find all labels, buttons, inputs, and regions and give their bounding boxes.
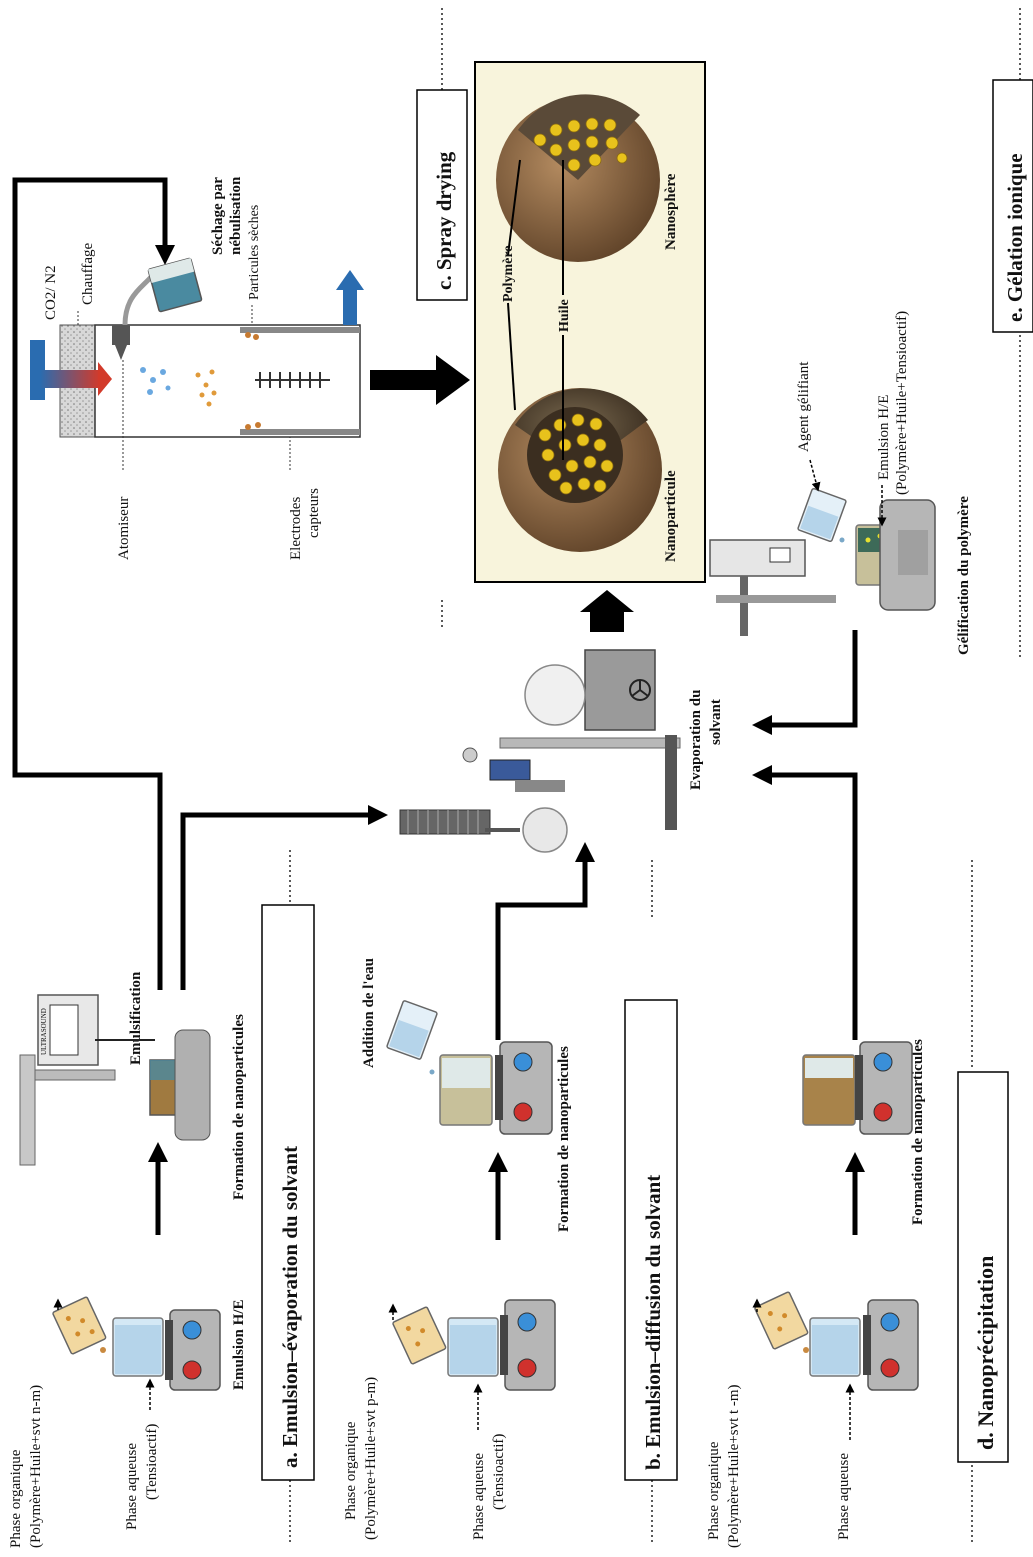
chauffage-label: Chauffage <box>80 242 96 305</box>
spray-dryer-icon <box>30 257 364 438</box>
phase-org-a-label: Phase organique <box>8 1449 24 1548</box>
huile-label: Huile <box>557 299 572 332</box>
dashed-pointer <box>809 459 821 492</box>
row-a: Phase organique (Polymère+Huile+svt n-m)… <box>8 177 388 1548</box>
arrow-e-head <box>752 715 772 735</box>
phase-aq-b-label: Phase aqueuse <box>471 1453 487 1540</box>
emulsification-label: Emulsification <box>128 971 144 1065</box>
aqueous-beaker-d-icon <box>809 1317 861 1377</box>
section-b-title-box: b. Emulsion–diffusion du solvant <box>624 999 678 1481</box>
electrodes-label-1: Electrodes <box>288 497 304 560</box>
electrodes-label-2: capteurs <box>306 488 322 538</box>
section-d-title: d. Nanoprécipitation <box>973 1256 998 1450</box>
phase-aq-d-label: Phase aqueuse <box>836 1453 852 1540</box>
nanoparticule-label: Nanoparticule <box>663 470 679 562</box>
phase-aq-a-composition: (Tensioactif) <box>144 1424 160 1500</box>
arrow-evap-to-product-head <box>580 590 634 612</box>
formation-b-label: Formation de nanoparticules <box>556 1046 572 1232</box>
addition-eau-label: Addition de l'eau <box>361 958 377 1068</box>
section-c-title-box: c. Spray drying <box>416 89 468 301</box>
evaporation-label-1: Evaporation du <box>688 690 704 790</box>
particules-seches-label: Particules sèches <box>247 205 262 300</box>
aqueous-beaker-b-icon <box>447 1317 499 1377</box>
aqueous-beaker-a-icon <box>112 1317 164 1377</box>
arrow-d-1-head <box>845 1152 865 1172</box>
emulsion-e-label-1: Emulsion H/E <box>876 395 892 480</box>
water-beaker-tilted-icon <box>386 1000 438 1060</box>
sechage-label-2: nébulisation <box>228 176 244 255</box>
product-panel: Polymère Huile Nanosphère Nanoparticule <box>474 61 706 583</box>
row-b: Phase organique (Polymère+Huile+svt p-m)… <box>343 842 595 1540</box>
atomiseur-label: Atomiseur <box>116 497 132 560</box>
section-separators <box>289 8 1021 1545</box>
beaker-b-stage2-icon <box>439 1054 493 1126</box>
evaporation-label-2: solvant <box>708 699 724 745</box>
arrow-a-2 <box>180 812 370 990</box>
drop-icon <box>429 1069 435 1075</box>
co2-n2-label: CO2/ N2 <box>43 265 59 320</box>
polymere-leader <box>507 302 516 411</box>
arrow-evap-to-product-shaft <box>590 610 624 632</box>
arrow-b-1-head <box>488 1152 508 1172</box>
arrow-e <box>770 630 858 728</box>
phase-org-b-composition: (Polymère+Huile+svt p-m) <box>363 1377 379 1540</box>
section-c-title: c. Spray drying <box>432 151 456 290</box>
magnetic-stirrer-d2-icon <box>855 1041 913 1135</box>
phase-org-b-label: Phase organique <box>343 1421 359 1520</box>
phase-org-a-composition: (Polymère+Huile+svt n-m) <box>28 1385 44 1548</box>
phase-aq-a-label: Phase aqueuse <box>124 1443 140 1530</box>
section-a-title-box: a. Emulsion–évaporation du solvant <box>261 904 315 1481</box>
arrow-b-2 <box>495 860 588 1040</box>
formation-d-label: Formation de nanoparticules <box>910 1039 926 1225</box>
gelification-label: Gélification du polymère <box>956 496 972 655</box>
drop-icon <box>100 1347 106 1353</box>
magnetic-stirrer-d-icon <box>863 1299 919 1391</box>
ultrasound-device-icon: ULTRASOUND <box>19 994 211 1166</box>
organic-phase-beaker-a-icon <box>52 1296 107 1355</box>
phase-org-d-label: Phase organique <box>706 1441 722 1540</box>
arrow-b-2-head <box>575 842 595 862</box>
nanosphere-icon <box>496 94 660 262</box>
section-a-title: a. Emulsion–évaporation du solvant <box>278 1146 302 1468</box>
section-e-title: e. Gélation ionique <box>1003 153 1027 322</box>
arrow-a-2-head <box>368 805 388 825</box>
row-d: Phase organique (Polymère+Huile+svt t -m… <box>706 765 926 1548</box>
section-d-title-box: d. Nanoprécipitation <box>957 1071 1009 1463</box>
arrow-d-2 <box>770 772 858 1040</box>
drop-icon <box>803 1347 809 1353</box>
emulsion-he-label: Emulsion H/E <box>231 1300 247 1390</box>
arrow-a-to-spray-head <box>155 245 175 265</box>
arrow-spray-to-product-head <box>436 355 470 405</box>
organic-phase-beaker-b-icon <box>392 1306 447 1365</box>
polymere-leader <box>507 159 521 256</box>
phase-aq-b-composition: (Tensioactif) <box>491 1434 507 1510</box>
ultrasound-label: ULTRASOUND <box>40 1008 48 1055</box>
arrow-a-1-head <box>148 1142 168 1162</box>
magnetic-stirrer-a-icon <box>165 1309 221 1391</box>
gelation-apparatus-icon <box>709 487 936 636</box>
sechage-label-1: Séchage par <box>210 177 226 255</box>
emulsion-e-label-2: (Polymère+Huile+Tensioactif) <box>894 311 910 495</box>
beaker-d-stage2-icon <box>802 1054 856 1126</box>
arrow-spray-to-product-shaft <box>370 370 440 390</box>
magnetic-stirrer-b2-icon <box>495 1041 553 1135</box>
row-e: Agent gélifiant Emulsion H/E (Polymère+H… <box>709 311 972 735</box>
polymere-label: Polymère <box>501 246 516 303</box>
nanosphere-label: Nanosphère <box>663 173 679 250</box>
organic-phase-beaker-d-icon <box>754 1291 809 1350</box>
arrow-d-2-head <box>752 765 772 785</box>
formation-a-label: Formation de nanoparticules <box>231 1014 247 1200</box>
rotary-evaporator-icon <box>399 649 681 853</box>
section-b-title: b. Emulsion–diffusion du solvant <box>641 1175 665 1470</box>
phase-org-d-composition: (Polymère+Huile+svt t -m) <box>726 1384 742 1548</box>
arrow-a-to-spray <box>12 177 168 990</box>
nanoparticule-icon <box>498 388 662 552</box>
section-e-title-box: e. Gélation ionique <box>992 79 1033 333</box>
agent-gelifiant-label: Agent gélifiant <box>796 361 812 452</box>
magnetic-stirrer-b-icon <box>500 1299 556 1391</box>
